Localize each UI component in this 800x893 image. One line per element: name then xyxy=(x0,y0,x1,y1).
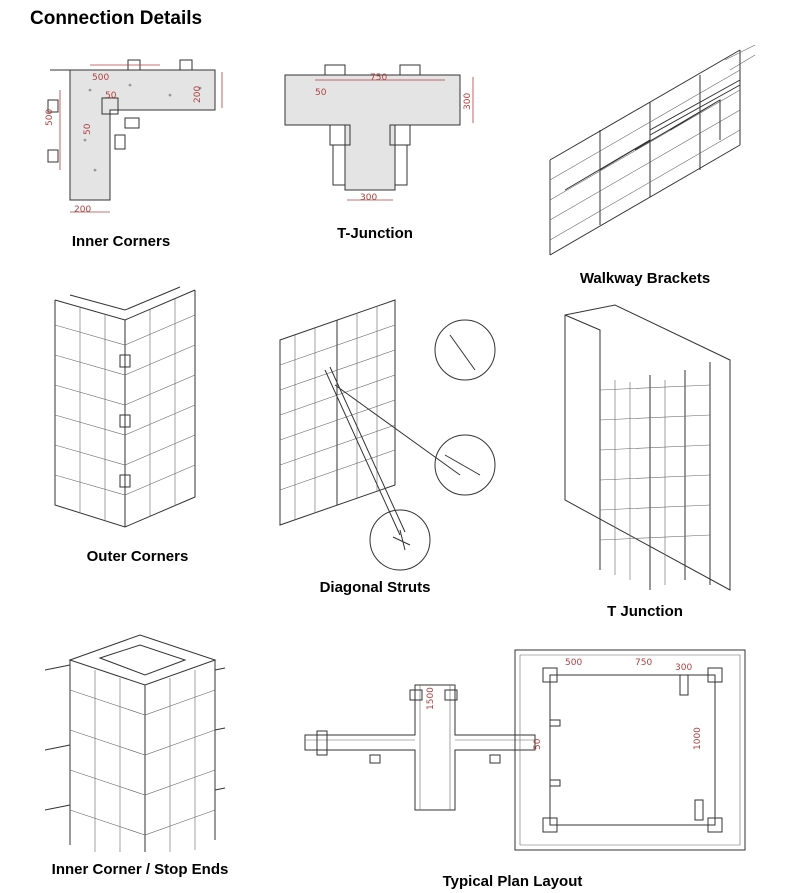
outer-corners-diagram xyxy=(50,285,200,530)
inner-corner-stop-ends-drawing xyxy=(44,634,226,852)
t-junction-diagram: 750 50 300 300 xyxy=(275,50,490,210)
dim-right: 300 xyxy=(463,93,473,110)
dim-left: 500 xyxy=(45,109,55,126)
caption-outer-corners: Outer Corners xyxy=(86,548,189,565)
dim-c: 1500 xyxy=(426,687,436,710)
dim-f: 300 xyxy=(675,663,692,673)
caption-t-junction-3d: T Junction xyxy=(607,603,683,620)
caption-inner-corner-stop-ends: Inner Corner / Stop Ends xyxy=(51,861,229,878)
caption-inner-corners: Inner Corners xyxy=(71,233,171,250)
inner-corners-diagram: 500 500 200 200 50 50 xyxy=(30,40,223,220)
typical-plan-layout-diagram: 500 750 1500 1000 50 300 xyxy=(295,635,755,865)
dim-side: 200 xyxy=(193,86,203,103)
caption-walkway-brackets: Walkway Brackets xyxy=(579,270,711,287)
dim-d: 1000 xyxy=(693,727,703,750)
dim-left: 50 xyxy=(315,88,327,98)
dim-inner1: 50 xyxy=(105,91,117,101)
page-title: Connection Details xyxy=(30,8,203,29)
dim-bottom: 200 xyxy=(74,205,91,215)
t-junction-drawing: 750 50 300 300 xyxy=(284,64,474,203)
t-junction-3d-diagram xyxy=(560,300,735,600)
dim-a: 500 xyxy=(565,658,582,668)
dim-top: 500 xyxy=(92,73,109,83)
outer-corners-drawing xyxy=(54,286,196,528)
dim-top: 750 xyxy=(370,73,387,83)
walkway-brackets-drawing xyxy=(549,44,756,256)
inner-corner-stop-ends-diagram xyxy=(40,630,226,855)
dim-b: 750 xyxy=(635,658,652,668)
caption-t-junction: T-Junction xyxy=(337,225,413,242)
dim-e: 50 xyxy=(533,738,543,750)
diagonal-struts-drawing xyxy=(279,299,496,571)
dim-bottom: 300 xyxy=(360,193,377,203)
dim-inner2: 50 xyxy=(83,123,93,135)
caption-typical-plan-layout: Typical Plan Layout xyxy=(442,873,583,890)
diagonal-struts-diagram xyxy=(275,275,505,575)
t-junction-3d-drawing xyxy=(564,304,731,591)
typical-plan-layout-drawing: 500 750 1500 1000 50 300 xyxy=(304,649,746,851)
caption-diagonal-struts: Diagonal Struts xyxy=(319,579,431,596)
walkway-brackets-diagram xyxy=(540,40,760,260)
inner-corners-drawing: 500 500 200 200 50 50 xyxy=(45,59,223,215)
